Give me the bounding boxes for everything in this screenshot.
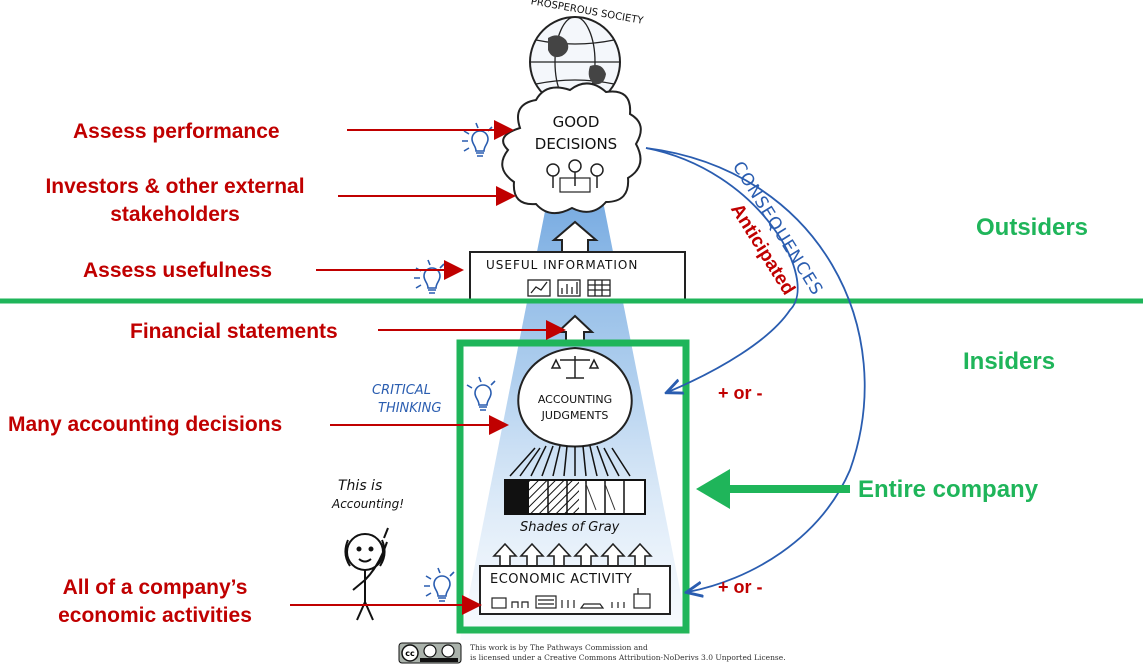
all-activities-label-1: All of a company’s (62, 576, 248, 599)
lightbulb-icon (414, 122, 496, 602)
cc-license-icon: cc (398, 642, 462, 664)
many-decisions-label: Many accounting decisions (8, 413, 283, 436)
entire-company-label: Entire company (858, 476, 1039, 503)
license-credit-line2: is licensed under a Creative Commons Att… (470, 653, 786, 662)
good-decisions-label-2: DECISIONS (534, 135, 618, 153)
outsiders-label: Outsiders (976, 214, 1089, 241)
shades-of-gray-label: Shades of Gray (520, 520, 620, 535)
critical-thinking-label-1: CRITICAL (372, 383, 431, 398)
shades-of-gray-bar (504, 479, 646, 515)
good-decisions-label-1: GOOD (552, 113, 600, 131)
useful-information-label: USEFUL INFORMATION (486, 258, 639, 272)
svg-text:cc: cc (405, 649, 415, 658)
activity-scene (491, 588, 651, 609)
economic-activity-label: ECONOMIC ACTIVITY (490, 572, 633, 587)
critical-thinking-label-2: THINKING (378, 401, 442, 416)
red-arrows (290, 120, 566, 615)
insiders-label: Insiders (963, 348, 1056, 375)
entire-company-box (456, 339, 690, 634)
consequence-curves (645, 147, 866, 592)
report-icons (527, 279, 611, 297)
this-is-label-1: This is (338, 478, 383, 494)
investors-label-1: Investors & other external (45, 175, 305, 198)
this-is-label-2: Accounting! (332, 497, 405, 511)
entire-company-arrow (696, 469, 850, 509)
cloud-icon (501, 82, 642, 215)
financial-statements-label: Financial statements (130, 320, 338, 343)
accounting-judgments-label-2: JUDGMENTS (541, 409, 609, 422)
assess-usefulness-label: Assess usefulness (83, 259, 273, 282)
balance-scale-icon (550, 356, 600, 379)
stick-figure-icon (344, 527, 389, 621)
judgment-arrows (509, 445, 631, 477)
plus-or-minus-top: + or - (718, 383, 763, 403)
up-arrow-info (551, 220, 599, 253)
assess-performance-label: Assess performance (73, 120, 280, 143)
activity-arrows (492, 542, 653, 567)
all-activities-label-2: economic activities (58, 604, 252, 627)
license-credit-line1: This work is by The Pathways Commission … (470, 643, 648, 652)
license-credit: This work is by The Pathways Commission … (470, 643, 786, 663)
accounting-judgments-label-1: ACCOUNTING (537, 393, 613, 406)
plus-or-minus-bottom: + or - (718, 577, 763, 597)
investors-label-2: stakeholders (110, 203, 240, 226)
